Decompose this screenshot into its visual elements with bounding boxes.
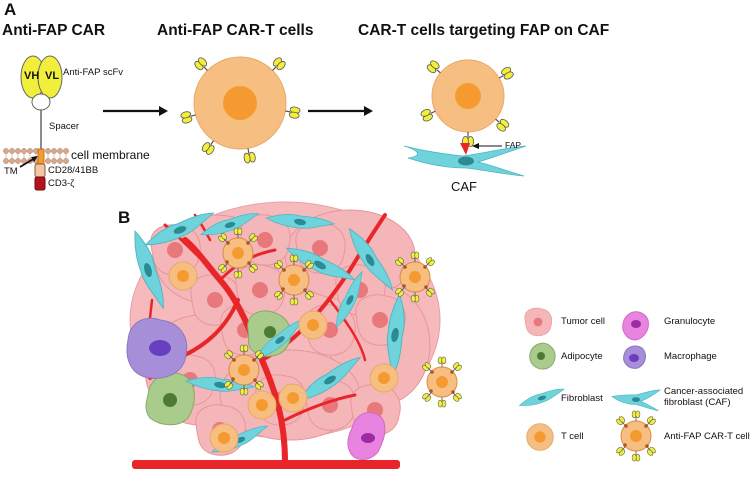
- title-car-t-targeting-fap: CAR-T cells targeting FAP on CAF: [358, 22, 610, 39]
- cell-membrane-label: cell membrane: [71, 148, 150, 162]
- panel-b-label: B: [118, 208, 131, 227]
- legend-t-cell: T cell: [561, 431, 584, 442]
- anti-fap-car-t-cell-large: [180, 56, 300, 163]
- legend-car-t-cell: Anti-FAP CAR-T cell: [664, 431, 750, 442]
- vessel-base: [132, 460, 400, 469]
- macrophage-icon: [623, 345, 646, 369]
- macrophage-cell: [126, 317, 188, 379]
- vl-label: VL: [45, 70, 60, 82]
- spacer-label: Spacer: [49, 121, 80, 132]
- car-t-cell-icon: [615, 411, 656, 461]
- title-anti-fap-car: Anti-FAP CAR: [2, 22, 106, 39]
- adipocyte-icon: [529, 342, 556, 370]
- fibroblast-icon: [517, 386, 567, 409]
- t-cell-icon: [526, 423, 554, 451]
- granulocyte-icon: [622, 311, 649, 341]
- fap-binding-marker: [460, 143, 470, 155]
- fap-label: FAP: [505, 140, 522, 150]
- cell-membrane-bilayer: [2, 148, 69, 165]
- panel-a-label: A: [4, 0, 17, 19]
- tumor-cell-icon: [524, 307, 553, 337]
- legend-tumor-cell: Tumor cell: [561, 316, 605, 327]
- caf-icon: [611, 389, 661, 412]
- process-arrow-1: [103, 106, 168, 116]
- granulocyte-cell: [347, 412, 386, 460]
- vh-label: VH: [24, 70, 40, 82]
- legend-macrophage: Macrophage: [664, 351, 717, 362]
- cd3-zeta-domain: [34, 176, 46, 191]
- tm-label: TM: [4, 166, 18, 177]
- costim-label: CD28/41BB: [48, 165, 99, 176]
- legend-granulocyte: Granulocyte: [664, 316, 716, 327]
- scfv-domain: [20, 55, 63, 150]
- caf-cell: [403, 145, 527, 177]
- legend-fibroblast: Fibroblast: [561, 393, 603, 404]
- process-arrow-2: [308, 106, 373, 116]
- legend-adipocyte: Adipocyte: [561, 351, 603, 362]
- legend-caf: Cancer-associated fibroblast (CAF): [664, 386, 744, 408]
- car-t-cell-targeting: [420, 59, 515, 146]
- caf-label: CAF: [451, 179, 477, 194]
- title-anti-fap-car-t-cells: Anti-FAP CAR-T cells: [157, 22, 314, 39]
- scfv-label: Anti-FAP scFv: [63, 67, 124, 78]
- costim-domain: [34, 163, 46, 178]
- cd3-zeta-label: CD3-ζ: [48, 178, 75, 189]
